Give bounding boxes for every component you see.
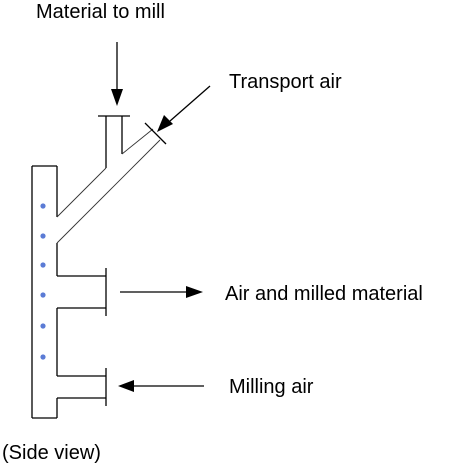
arrow-material-in — [111, 42, 123, 106]
arrow-transport-air-in — [157, 85, 211, 132]
label-air-and-milled-material: Air and milled material — [225, 283, 423, 305]
arrow-milling-air-in — [118, 380, 204, 392]
feed-inlet-pipe — [98, 115, 130, 168]
nozzle-dot — [40, 262, 46, 268]
label-side-view: (Side view) — [2, 442, 101, 464]
label-transport-air: Transport air — [229, 71, 342, 93]
nozzle-dot — [40, 354, 46, 360]
label-milling-air: Milling air — [229, 376, 314, 398]
mill-body — [31, 165, 58, 419]
nozzle-dot — [40, 233, 46, 239]
nozzle-dot — [40, 292, 46, 298]
milling-air-inlet — [57, 368, 107, 406]
transport-air-pipe — [56, 122, 167, 244]
output-port — [57, 268, 107, 316]
arrow-output — [120, 286, 203, 298]
label-material-to-mill: Material to mill — [36, 1, 165, 23]
nozzle-dots — [40, 203, 46, 360]
nozzle-dot — [40, 323, 46, 329]
nozzle-dot — [40, 203, 46, 209]
